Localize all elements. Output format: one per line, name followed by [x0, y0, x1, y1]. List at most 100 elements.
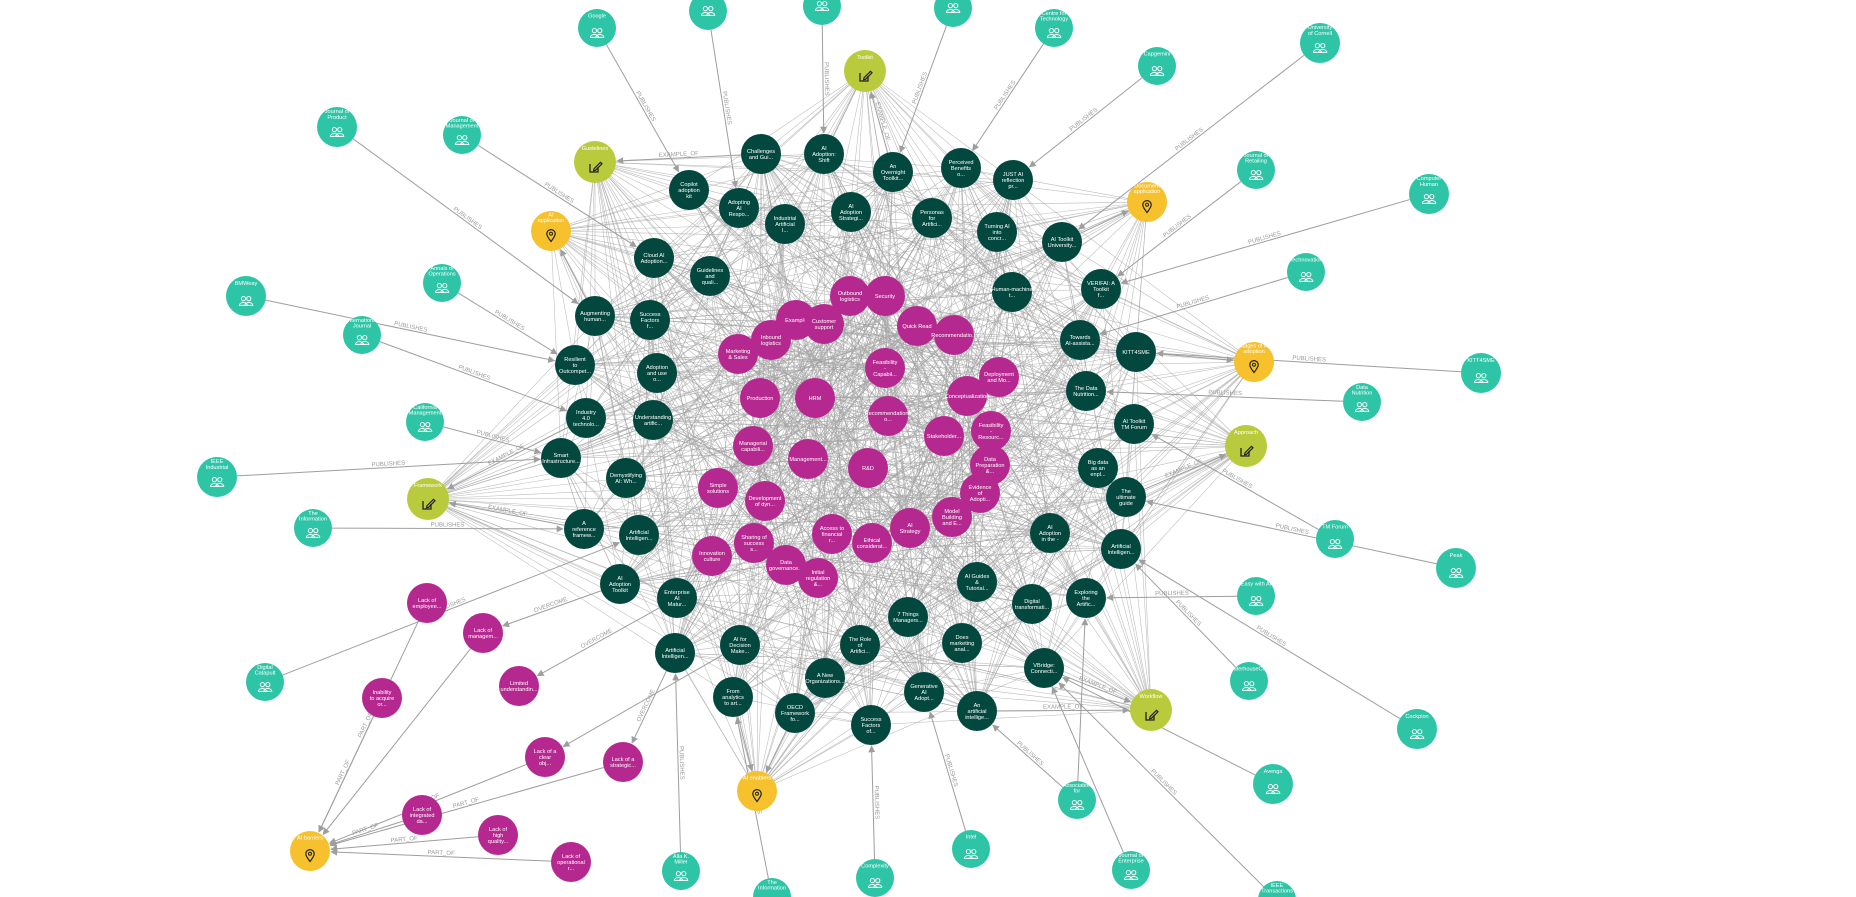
node-practice-conceptualization[interactable]: Conceptualization	[945, 376, 989, 416]
node-practice-recommendatio[interactable]: Recommendatio...	[931, 315, 977, 355]
node-organization-capgemini[interactable]: Capgemini	[1138, 47, 1176, 85]
node-tool-framework[interactable]: Framework	[407, 478, 449, 520]
node-tool-approach[interactable]: Approach	[1225, 425, 1267, 467]
node-organization-alla-k-miller[interactable]: Alla K.Miller	[662, 852, 700, 890]
node-organization-peak[interactable]: Peak	[1436, 548, 1476, 588]
node-practice-management[interactable]: Management...	[788, 439, 828, 479]
node-organization-google[interactable]: Google	[578, 9, 616, 47]
node-organization-complexity[interactable]: Complexity	[856, 859, 894, 897]
node-organization-avenga[interactable]: Avenga	[1253, 764, 1293, 804]
node-practice-production[interactable]: Production	[740, 378, 780, 418]
node-practice-hrm[interactable]: HRM	[795, 378, 835, 418]
node-practice-feasibility-capabil[interactable]: Feasibility-Capabil...	[865, 348, 905, 388]
node-organization-unlabeled[interactable]	[803, 0, 841, 25]
node-organization-bmweay[interactable]: BMWeay	[226, 276, 266, 316]
node-publication-kitt4sme[interactable]: KITT4SME	[1116, 332, 1156, 372]
node-tool-guidelines[interactable]: Guidelines	[574, 141, 616, 183]
node-practice-quick-read[interactable]: Quick Read	[897, 306, 937, 346]
node-organization-kitt4sme[interactable]: KITT4SME	[1461, 353, 1501, 393]
node-practice-security[interactable]: Security	[865, 276, 905, 316]
node-organization-intel[interactable]: Intel	[952, 830, 990, 868]
node-organization-pricewaterhousecooper[interactable]: PricewaterhouseCooper...	[1217, 662, 1282, 700]
node-practice-r-d[interactable]: R&D	[848, 448, 888, 488]
node-organization-unlabeled[interactable]	[934, 0, 972, 27]
node-publication-ai-guides-tutorial[interactable]: AI Guides&Tutorial...	[957, 562, 997, 602]
node-location-ai-enablers[interactable]: AI enablers	[737, 771, 777, 811]
node-practice-stakeholder[interactable]: Stakeholder...	[924, 416, 964, 456]
